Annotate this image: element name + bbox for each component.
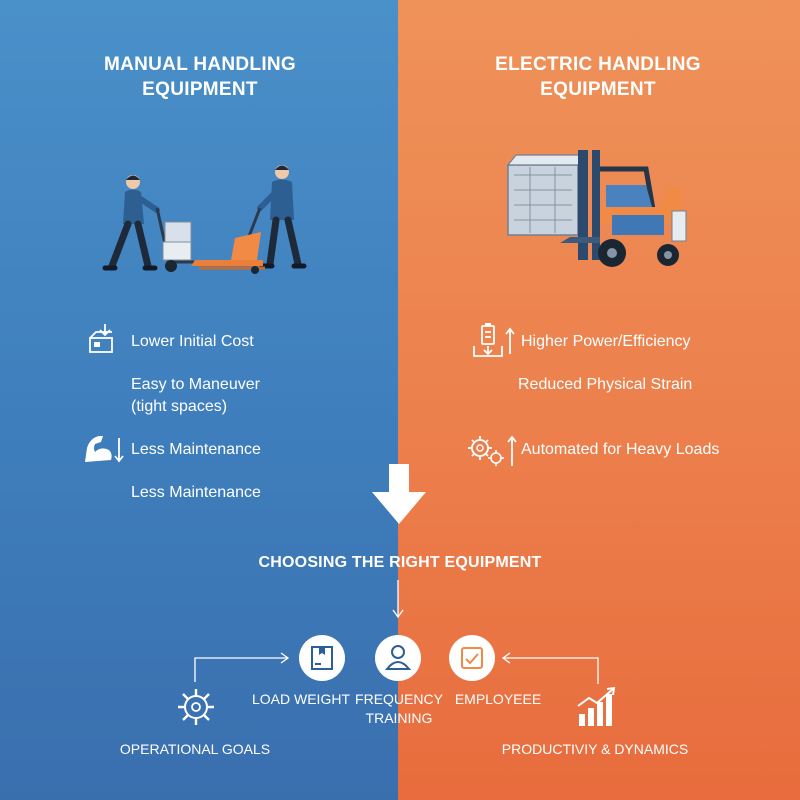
electric-forklift-illustration — [506, 150, 687, 267]
gears-automation-icon — [468, 435, 517, 466]
manual-heading-line2: EQUIPMENT — [142, 79, 258, 100]
productivity-label: PRODUCTIVIY & DYNAMICS — [501, 741, 689, 757]
electric-heading-line2: EQUIPMENT — [540, 79, 656, 100]
factor-employee: EMPLOYEEE — [454, 691, 542, 707]
operational-gear-icon — [178, 689, 214, 725]
manual-feature-maintenance-repeat: Less Maintenance — [131, 484, 261, 501]
electric-feature-automated: Automated for Heavy Loads — [521, 441, 720, 458]
manual-feature-maneuver-note: (tight spaces) — [131, 398, 228, 415]
electric-heading-line1: ELECTRIC HANDLING — [495, 54, 701, 75]
worker-with-pallet-jack-icon — [191, 165, 307, 274]
manual-heading: MANUAL HANDLING EQUIPMENT — [40, 52, 360, 102]
manual-feature-maneuver: Easy to Maneuver — [131, 376, 260, 393]
operational-goals-label: OPERATIONAL GOALS — [119, 741, 271, 757]
manual-handling-illustration — [102, 165, 307, 274]
manual-feature-maintenance: Less Maintenance — [131, 441, 261, 458]
manual-heading-line1: MANUAL HANDLING — [103, 54, 297, 75]
choosing-title: CHOOSING THE RIGHT EQUIPMENT — [258, 554, 542, 571]
electric-feature-power: Higher Power/Efficiency — [521, 333, 691, 350]
factor-load-weight: LOAD WEIGHT — [251, 691, 350, 707]
electric-heading: ELECTRIC HANDLING EQUIPMENT — [438, 52, 758, 102]
productivity-chart-icon — [577, 686, 616, 726]
down-arrow-icon — [372, 464, 426, 524]
cost-box-icon — [89, 324, 113, 353]
frequency-training-icon — [375, 635, 421, 681]
employee-checklist-icon — [449, 635, 495, 681]
electric-feature-strain: Reduced Physical Strain — [518, 376, 693, 393]
load-weight-icon — [299, 635, 345, 681]
forklift-icon — [506, 150, 687, 267]
muscle-arm-icon — [85, 436, 124, 463]
worker-with-hand-truck-icon — [102, 175, 195, 272]
battery-power-icon — [473, 323, 515, 357]
factor-training: TRAINING — [365, 710, 433, 726]
manual-feature-cost: Lower Initial Cost — [131, 333, 254, 350]
factor-frequency: FREQUENCY — [355, 691, 443, 707]
